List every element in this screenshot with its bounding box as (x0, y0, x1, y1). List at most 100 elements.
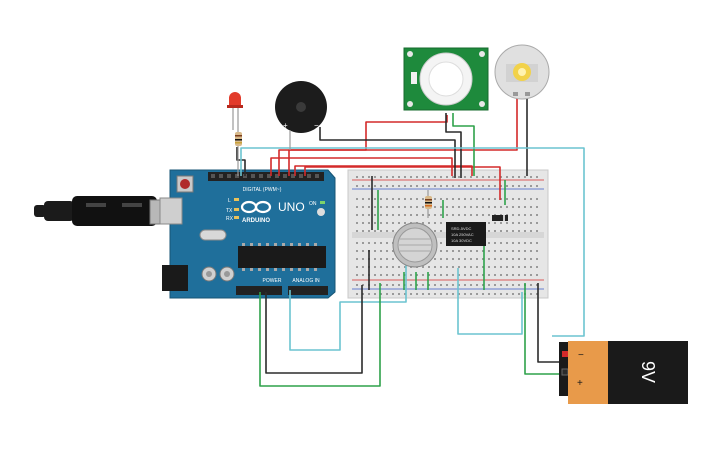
breadboard-hole (434, 258, 436, 260)
breadboard-hole (446, 250, 448, 252)
breadboard-hole (518, 198, 520, 200)
breadboard-hole (434, 198, 436, 200)
breadboard-hole (422, 274, 424, 276)
breadboard-hole (398, 284, 400, 286)
breadboard-hole (512, 258, 514, 260)
breadboard-hole (494, 198, 496, 200)
breadboard-hole (470, 274, 472, 276)
breadboard-hole (404, 266, 406, 268)
breadboard-hole (422, 284, 424, 286)
breadboard-hole (494, 284, 496, 286)
breadboard-hole (356, 198, 358, 200)
breadboard-hole (386, 206, 388, 208)
breadboard-hole (416, 185, 418, 187)
buzzer-plus: + (283, 121, 288, 130)
breadboard-hole (404, 198, 406, 200)
breadboard-hole (452, 185, 454, 187)
breadboard-hole (500, 266, 502, 268)
led-red-icon[interactable] (227, 92, 243, 130)
breadboard-hole (476, 274, 478, 276)
breadboard-hole (482, 250, 484, 252)
breadboard-hole (356, 284, 358, 286)
breadboard-hole (476, 293, 478, 295)
breadboard-hole (488, 198, 490, 200)
breadboard-hole (512, 176, 514, 178)
breadboard-hole (356, 258, 358, 260)
breadboard-hole (386, 250, 388, 252)
breadboard-hole (524, 266, 526, 268)
breadboard-hole (506, 274, 508, 276)
breadboard-hole (518, 206, 520, 208)
breadboard-hole (500, 293, 502, 295)
breadboard-hole (404, 222, 406, 224)
breadboard-hole (386, 293, 388, 295)
breadboard-hole (368, 185, 370, 187)
breadboard-hole (530, 293, 532, 295)
breadboard-hole (446, 176, 448, 178)
breadboard-hole (374, 258, 376, 260)
breadboard-hole (458, 198, 460, 200)
breadboard-hole (452, 258, 454, 260)
breadboard-hole (470, 258, 472, 260)
gas-sensor-icon[interactable] (392, 222, 438, 268)
breadboard-hole (446, 274, 448, 276)
breadboard-hole (518, 242, 520, 244)
breadboard-hole (518, 176, 520, 178)
breadboard-hole (380, 284, 382, 286)
breadboard-hole (386, 214, 388, 216)
breadboard-hole (476, 284, 478, 286)
power-label: POWER (263, 278, 282, 284)
buzzer-icon[interactable]: + − (275, 81, 327, 150)
breadboard-hole (482, 293, 484, 295)
breadboard-hole (362, 214, 364, 216)
breadboard-hole (530, 230, 532, 232)
breadboard-hole (494, 185, 496, 187)
breadboard-hole (416, 176, 418, 178)
breadboard-hole (494, 250, 496, 252)
breadboard-hole (380, 266, 382, 268)
breadboard-hole (374, 266, 376, 268)
breadboard-hole (482, 214, 484, 216)
breadboard-hole (362, 274, 364, 276)
breadboard-hole (536, 274, 538, 276)
breadboard-hole (494, 206, 496, 208)
battery-9v-icon[interactable]: − + 9V (559, 341, 688, 404)
breadboard-hole (392, 293, 394, 295)
breadboard-hole (518, 185, 520, 187)
breadboard-hole (428, 222, 430, 224)
dc-motor-icon[interactable] (494, 44, 550, 100)
breadboard-hole (386, 274, 388, 276)
breadboard-hole (362, 284, 364, 286)
breadboard-hole (506, 284, 508, 286)
breadboard-hole (458, 274, 460, 276)
breadboard-hole (386, 266, 388, 268)
breadboard-hole (440, 222, 442, 224)
breadboard-hole (422, 222, 424, 224)
battery-minus: − (578, 350, 584, 361)
breadboard-hole (518, 266, 520, 268)
breadboard-hole (392, 185, 394, 187)
breadboard-hole (536, 214, 538, 216)
breadboard-hole (446, 185, 448, 187)
breadboard-hole (464, 214, 466, 216)
breadboard-hole (470, 185, 472, 187)
breadboard-hole (488, 185, 490, 187)
breadboard-hole (500, 222, 502, 224)
breadboard-hole (374, 293, 376, 295)
breadboard-hole (362, 266, 364, 268)
breadboard-hole (386, 222, 388, 224)
pir-sensor-icon[interactable] (403, 47, 489, 111)
breadboard-hole (416, 293, 418, 295)
breadboard-hole (458, 293, 460, 295)
breadboard-hole (440, 258, 442, 260)
breadboard-hole (380, 274, 382, 276)
breadboard-hole (458, 185, 460, 187)
arduino-uno-board[interactable]: DIGITAL (PWM~) L TX RX ARDUINO UNO ON (159, 169, 336, 299)
rx-label: RX (226, 216, 234, 222)
breadboard-hole (374, 242, 376, 244)
breadboard-hole (458, 258, 460, 260)
breadboard-hole (512, 222, 514, 224)
relay-icon[interactable]: SRD-5VDC 10A 250VAC 10A 30VDC (446, 222, 486, 246)
breadboard-hole (440, 185, 442, 187)
breadboard-hole (422, 206, 424, 208)
